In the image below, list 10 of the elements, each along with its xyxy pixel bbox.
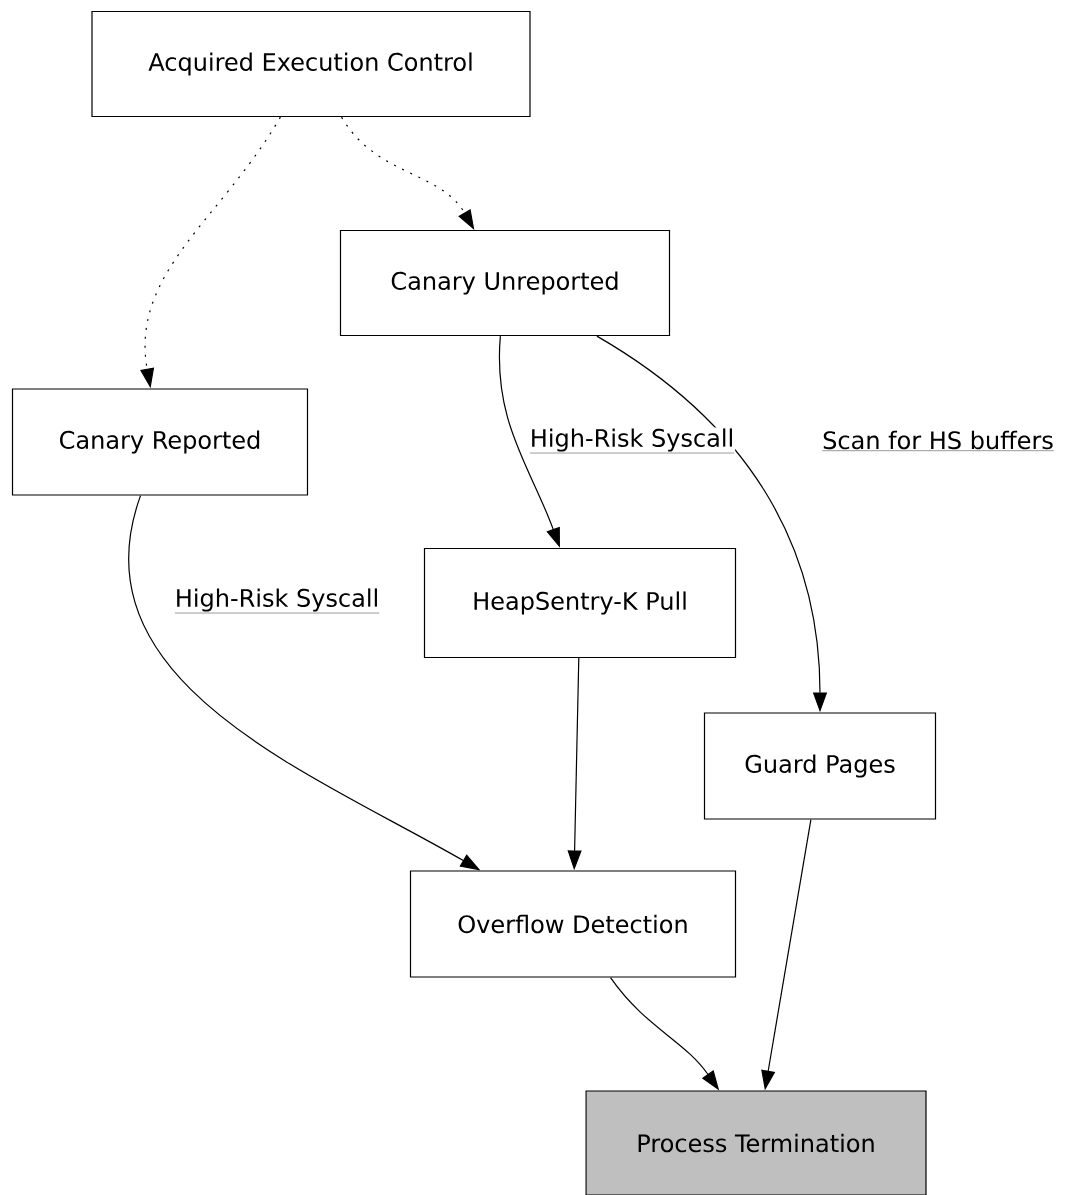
edge-label: Scan for HS buffers	[821, 429, 1055, 453]
process-box: Guard Pages	[703, 712, 937, 820]
process-box: HeapSentry-K Pull	[423, 547, 737, 659]
process-box: Process Termination	[585, 1090, 927, 1195]
edge-label: High-Risk Syscall	[173, 587, 381, 615]
process-box: Overflow Detection	[409, 870, 737, 978]
edge-label: High-Risk Syscall	[528, 427, 736, 455]
process-box: Acquired Execution Control	[91, 10, 531, 118]
process-box: Canary Reported	[11, 388, 309, 496]
process-box: Canary Unreported	[339, 229, 671, 337]
